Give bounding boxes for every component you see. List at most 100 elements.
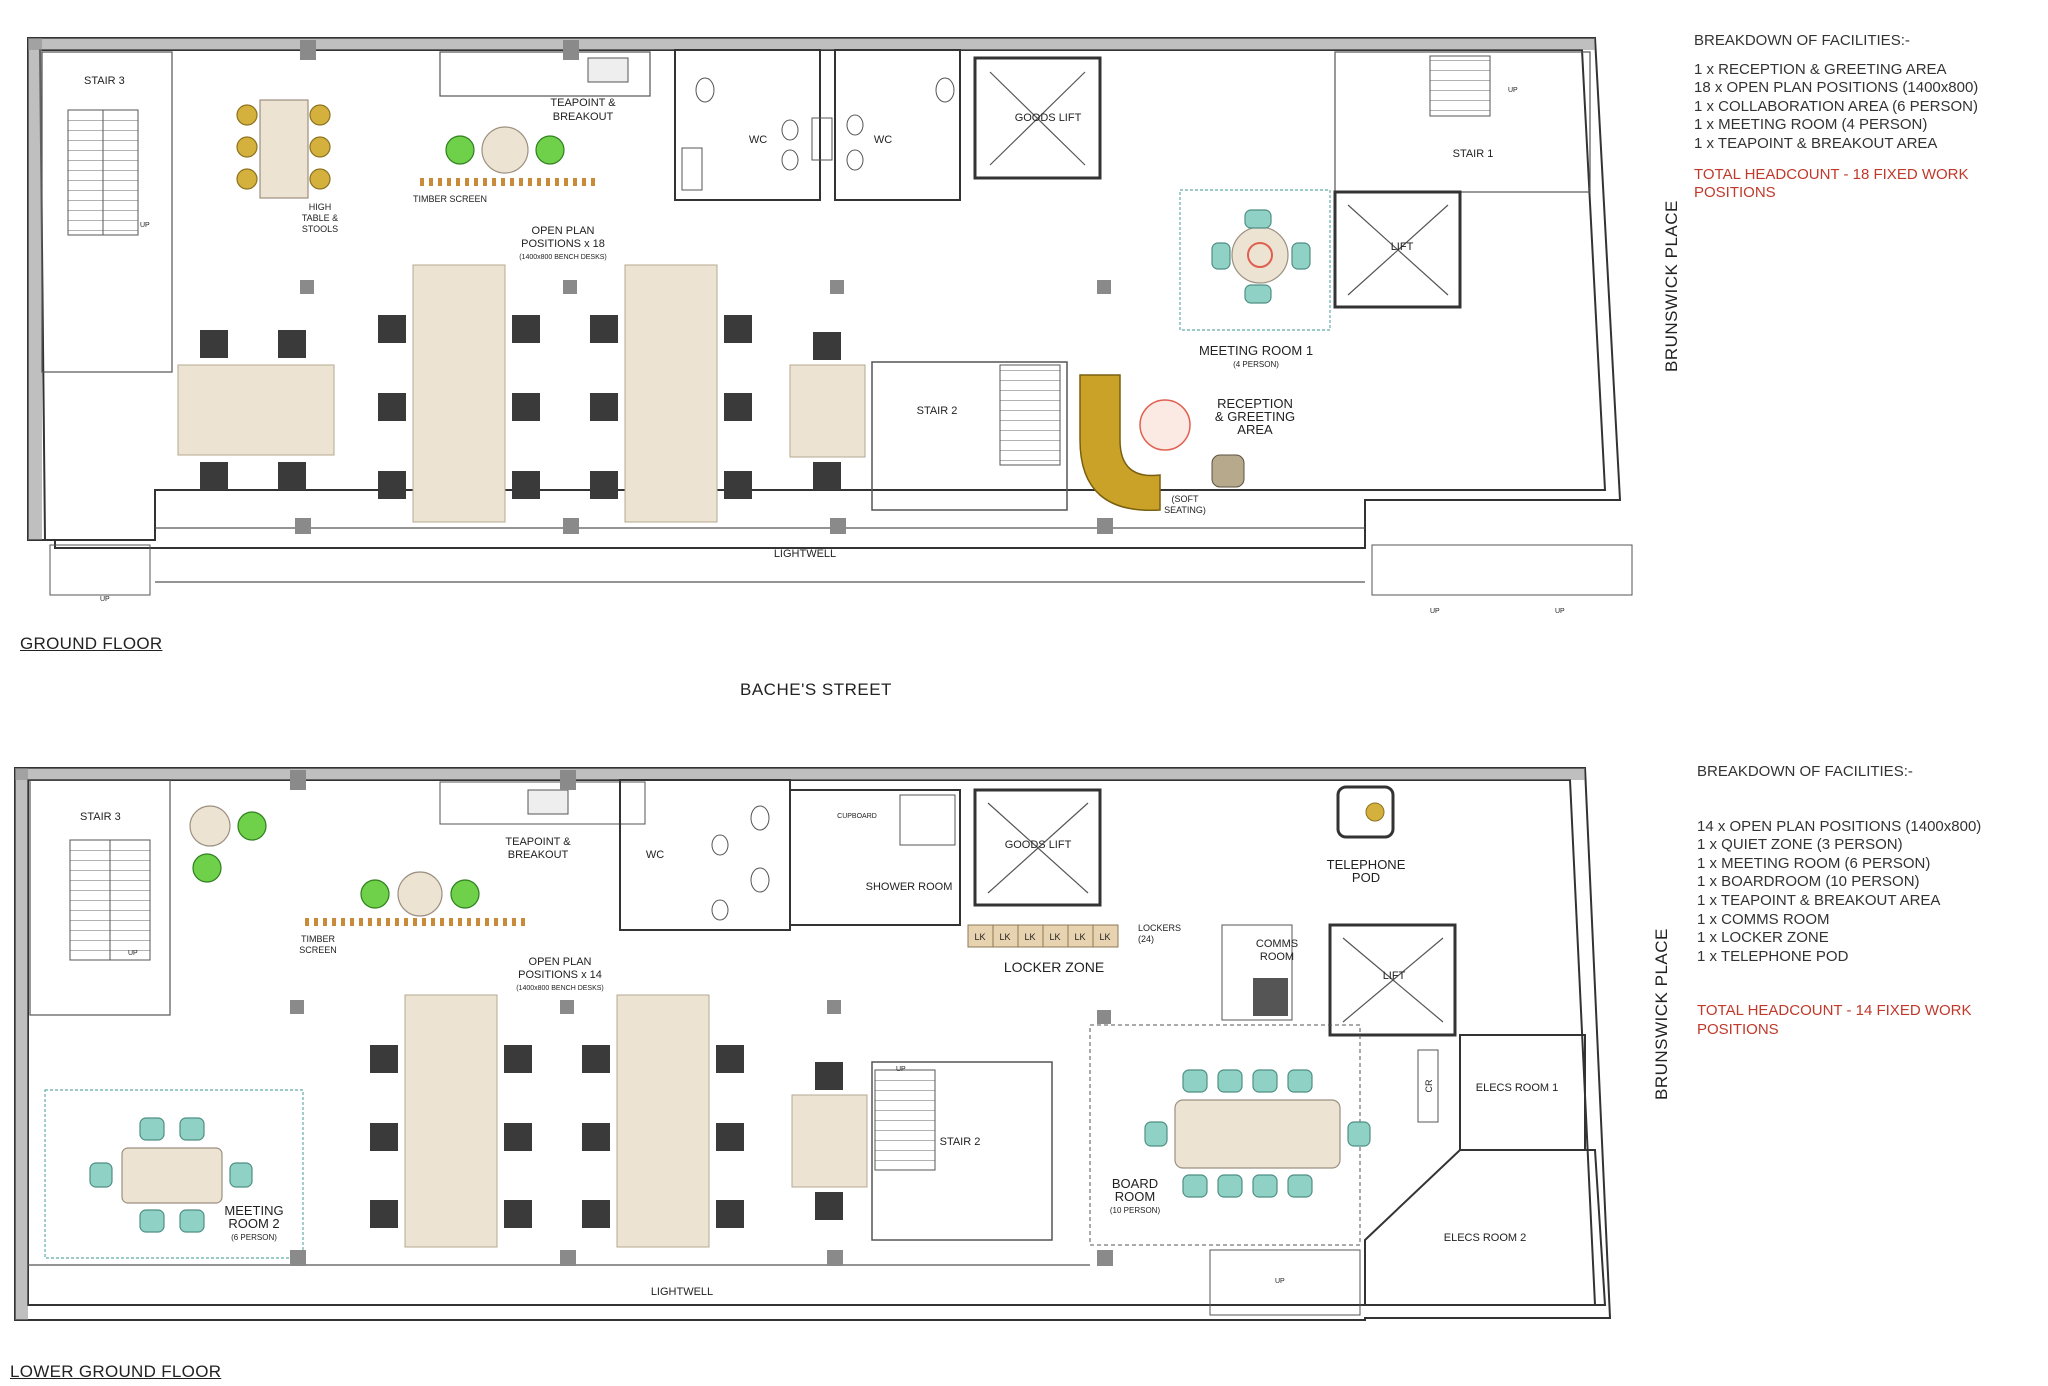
lgf-quiet-chair [237, 811, 267, 841]
gf-meeting-table [1231, 226, 1289, 284]
lgf-label-stair3: STAIR 3 [80, 811, 121, 823]
gf-columns [295, 40, 1113, 534]
lower-ground-floor-plan [14, 767, 1612, 1321]
lgf-facility-item: 1 x QUIET ZONE (3 PERSON) [1697, 836, 1903, 854]
gf-label-soft-seating-1: (SOFT [1172, 494, 1199, 504]
lgf-label-cr: CR [1424, 1079, 1434, 1092]
lgf-facilities-panel: BREAKDOWN OF FACILITIES:- 14 x OPEN PLAN… [1697, 763, 2047, 1040]
lgf-comms-room [1221, 924, 1293, 1021]
lgf-basin-icon [711, 899, 729, 921]
lgf-label-wc: WC [646, 849, 664, 861]
gf-label-reception-2: & GREETING [1215, 409, 1295, 424]
gf-stair2-room [871, 361, 1068, 511]
lgf-label-meeting-1: MEETING [224, 1203, 283, 1218]
lgf-stair3-room [29, 779, 171, 1016]
lgf-meeting-table [121, 1147, 223, 1204]
gf-label-lightwell: LIGHTWELL [774, 548, 836, 560]
lgf-label-cupboard: CUPBOARD [837, 813, 877, 820]
gf-label-high-table-1: HIGH [309, 202, 332, 212]
gf-label-teapoint-1: TEAPOINT & [550, 97, 616, 109]
gf-basin-icon [846, 149, 864, 171]
gf-facility-item: 1 x TEAPOINT & BREAKOUT AREA [1694, 134, 1938, 152]
gf-meeting-room1 [1179, 189, 1331, 331]
gf-label-stair3: STAIR 3 [84, 75, 125, 87]
ground-floor-plan [27, 37, 1633, 596]
gf-label-up: UP [1430, 608, 1440, 615]
gf-label-teapoint-2: BREAKOUT [553, 111, 614, 123]
gf-toilet-icon [935, 77, 955, 103]
lgf-teapoint-counter [439, 781, 646, 825]
gf-high-table [259, 99, 309, 199]
lgf-stair3-treads [69, 839, 111, 961]
lgf-desk-cluster-3 [791, 1062, 868, 1220]
gf-label-goods-lift: GOODS LIFT [1015, 112, 1082, 124]
lgf-locker-lk: LK [1049, 932, 1060, 942]
lgf-label-up: UP [896, 1066, 906, 1073]
gf-label-wc-right: WC [874, 134, 892, 146]
gf-stair2-treads [999, 364, 1061, 466]
lgf-locker-lk: LK [1099, 932, 1110, 942]
gf-basin-icon [846, 114, 864, 136]
lgf-label-lightwell: LIGHTWELL [651, 1286, 713, 1298]
lgf-label-up: UP [128, 950, 138, 957]
lgf-pod-seat [1365, 802, 1385, 822]
lgf-sink-icon [527, 789, 569, 815]
lgf-cr-cabinet [1417, 1049, 1439, 1123]
gf-side-steps [49, 544, 151, 596]
gf-label-soft-seating-2: SEATING) [1164, 505, 1206, 515]
gf-lift-cross [989, 71, 1086, 166]
lgf-label-board-2: ROOM [1115, 1189, 1155, 1204]
lgf-facility-item: 1 x TEAPOINT & BREAKOUT AREA [1697, 891, 1941, 909]
lgf-breakout-table [397, 871, 443, 917]
lgf-facility-item: 1 x MEETING ROOM (6 PERSON) [1697, 854, 1931, 872]
lgf-locker-lk: LK [1024, 932, 1035, 942]
lgf-facility-item: 1 x TELEPHONE POD [1697, 947, 1849, 965]
gf-label-high-table-2: TABLE & [302, 213, 338, 223]
lgf-shower-tray [899, 794, 956, 846]
gf-reception-table [1139, 399, 1191, 451]
gf-meeting-chairs [1211, 209, 1311, 304]
lgf-label-timber-2: SCREEN [299, 945, 337, 955]
lgf-label-lift: LIFT [1383, 970, 1406, 982]
gf-label-open-plan-2: POSITIONS x 18 [521, 238, 605, 250]
gf-label-high-table-3: STOOLS [302, 224, 338, 234]
gf-facility-item: 1 x COLLABORATION AREA (6 PERSON) [1694, 97, 1978, 115]
lgf-breakout-chair [450, 879, 480, 909]
lgf-label-timber-1: TIMBER [301, 934, 336, 944]
lgf-label-open-plan-2: POSITIONS x 14 [518, 969, 602, 981]
gf-facilities-panel: BREAKDOWN OF FACILITIES:- 1 x RECEPTION … [1694, 32, 2044, 203]
lgf-toilet-icon [750, 805, 770, 831]
lgf-stair2-room [871, 1061, 1053, 1241]
gf-label-stair1: STAIR 1 [1453, 148, 1494, 160]
lgf-label-lockers-1: LOCKERS [1138, 923, 1181, 933]
gf-lift-cross [1347, 204, 1449, 296]
lgf-desk-cluster-1 [370, 994, 532, 1248]
lgf-label-board-sub: (10 PERSON) [1110, 1206, 1161, 1215]
lgf-label-meeting-sub: (6 PERSON) [231, 1233, 277, 1242]
gf-label-open-plan-1: OPEN PLAN [532, 225, 595, 237]
lgf-breakout-chair [360, 879, 390, 909]
gf-headcount: TOTAL HEADCOUNT - 18 FIXED WORK POSITION… [1694, 165, 1969, 202]
gf-facilities-heading: BREAKDOWN OF FACILITIES:- [1694, 32, 1910, 49]
gf-label-up: UP [1555, 608, 1565, 615]
lgf-facility-item: 1 x BOARDROOM (10 PERSON) [1697, 873, 1920, 891]
gf-breakout-table [481, 126, 529, 174]
lgf-goods-lift [973, 788, 1102, 907]
lgf-columns [290, 770, 1113, 1266]
lgf-stair2-treads [874, 1069, 936, 1171]
lgf-north-wall [15, 768, 1585, 780]
lgf-desk-cluster-2 [582, 994, 744, 1248]
gf-stair1-treads [1429, 55, 1491, 117]
gf-title: GROUND FLOOR [20, 634, 163, 653]
gf-label-up: UP [1508, 87, 1518, 94]
gf-label-wc-left: WC [749, 134, 767, 146]
lgf-label-stair2: STAIR 2 [940, 1136, 981, 1148]
lgf-rear-steps [1209, 1249, 1361, 1316]
lgf-label-up: UP [1275, 1278, 1285, 1285]
gf-stair1-room [1334, 51, 1591, 193]
gf-label-timber-screen: TIMBER SCREEN [413, 194, 487, 204]
lgf-label-shower: SHOWER ROOM [866, 881, 953, 893]
gf-desk-cluster-3 [590, 264, 752, 523]
gf-sink-icon [587, 57, 629, 83]
